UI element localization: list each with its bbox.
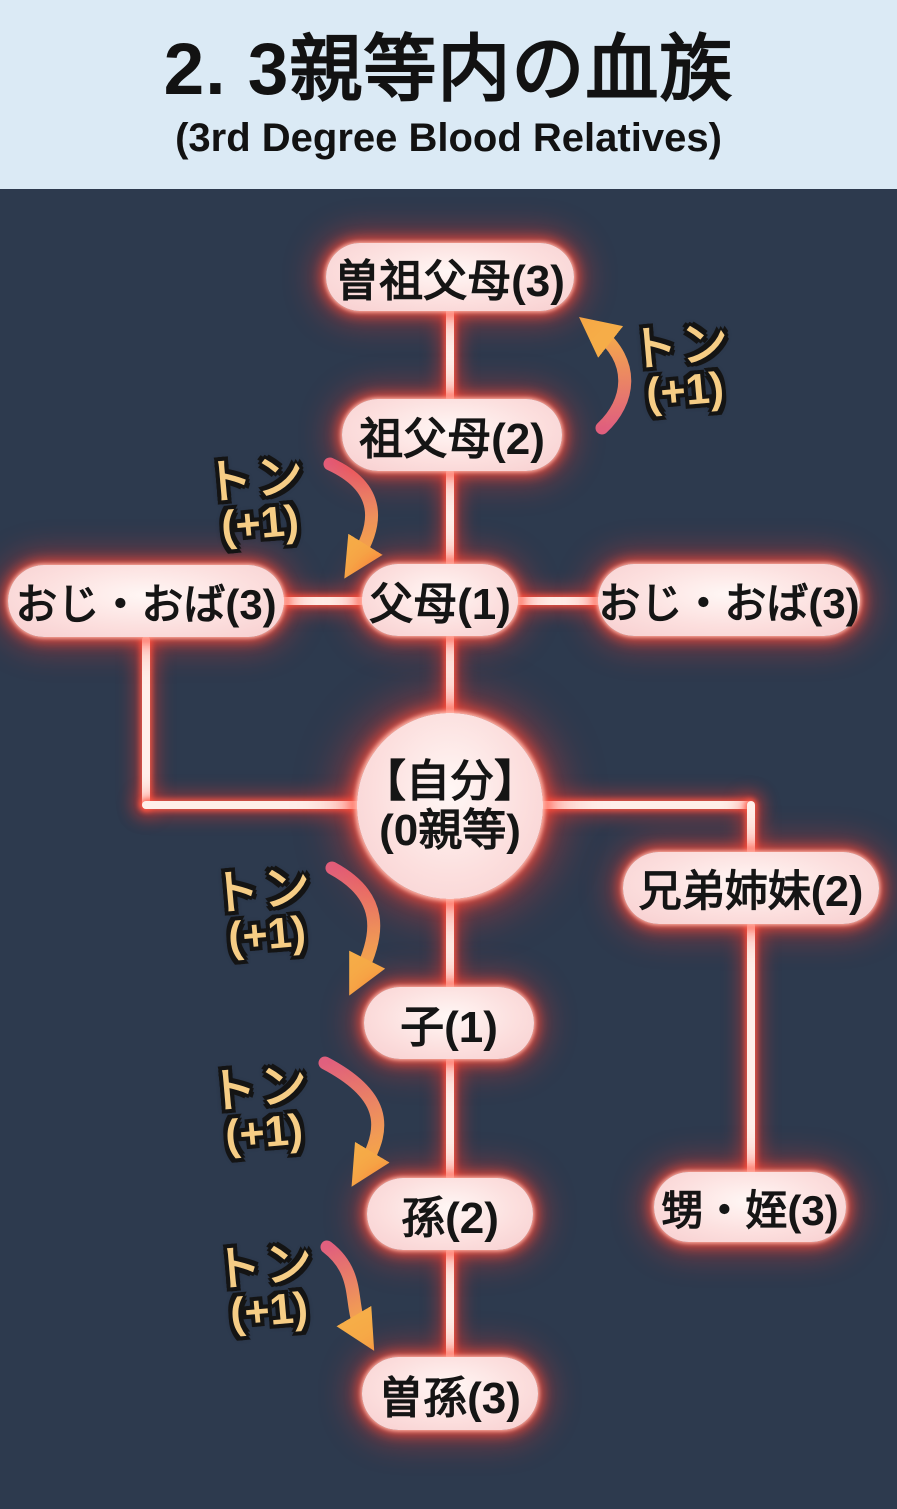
connector-siblings-nephewniece <box>747 922 755 1176</box>
connector-parents-uncleaunt-right <box>514 597 604 605</box>
node-grandchild-label: 孫(2) <box>401 1194 499 1243</box>
connector-uncleaunt-left-to-self <box>142 801 366 809</box>
node-great-grandparents: 曽祖父母(3) <box>326 243 574 311</box>
node-grandparents: 祖父母(2) <box>342 399 562 471</box>
connector-grandparents-parents <box>446 469 454 569</box>
connector-self-to-siblings-vertical <box>747 801 755 855</box>
node-siblings: 兄弟姉妹(2) <box>623 852 879 924</box>
connector-self-child <box>446 893 454 991</box>
node-child-label: 子(1) <box>400 1003 498 1052</box>
node-great-grandparents-label: 曽祖父母(3) <box>335 257 565 306</box>
node-siblings-label: 兄弟姉妹(2) <box>638 868 864 916</box>
node-nephew-niece: 甥・姪(3) <box>654 1172 846 1242</box>
connector-self-to-siblings-horizontal <box>534 801 752 809</box>
step-annotation-1: トン (+1) <box>604 315 761 421</box>
connector-child-grandchild <box>446 1057 454 1181</box>
node-grandchild: 孫(2) <box>367 1178 533 1250</box>
step-annotation-5: トン (+1) <box>188 1235 345 1341</box>
node-uncle-aunt-left: おじ・おば(3) <box>8 565 284 637</box>
node-nephew-niece-label: 甥・姪(3) <box>661 1186 839 1234</box>
step-annotation-3: トン (+1) <box>186 859 343 965</box>
page-title: 2. 3親等内の血族 <box>163 29 734 110</box>
node-self-label-line2: (0親等) <box>379 806 521 855</box>
connector-grandchild-greatgrandchild <box>446 1248 454 1360</box>
node-parents: 父母(1) <box>362 564 518 636</box>
connector-uncleaunt-left-vertical <box>142 636 150 809</box>
node-great-grandchild: 曽孫(3) <box>362 1357 538 1430</box>
connector-parents-self <box>446 634 454 728</box>
page-subtitle: (3rd Degree Blood Relatives) <box>175 116 722 160</box>
node-self: 【自分】 (0親等) <box>357 713 543 899</box>
node-parents-label: 父母(1) <box>369 580 511 629</box>
connector-uncleaunt-left-parents <box>280 597 368 605</box>
step-annotation-4: トン (+1) <box>183 1057 340 1163</box>
header-banner: 2. 3親等内の血族 (3rd Degree Blood Relatives) <box>0 0 897 189</box>
connector-greatgrandparents-grandparents <box>446 308 454 404</box>
node-great-grandchild-label: 曽孫(3) <box>379 1373 521 1423</box>
arrow-down-icon-1 <box>323 457 383 579</box>
node-uncle-aunt-right-label: おじ・おば(3) <box>598 579 860 627</box>
step-annotation-2: トン (+1) <box>179 448 336 554</box>
node-uncle-aunt-left-label: おじ・おば(3) <box>15 580 277 628</box>
node-child: 子(1) <box>364 987 534 1059</box>
node-self-label-line1: 【自分】 <box>362 756 538 806</box>
node-grandparents-label: 祖父母(2) <box>359 415 545 464</box>
node-uncle-aunt-right: おじ・おば(3) <box>598 564 860 636</box>
